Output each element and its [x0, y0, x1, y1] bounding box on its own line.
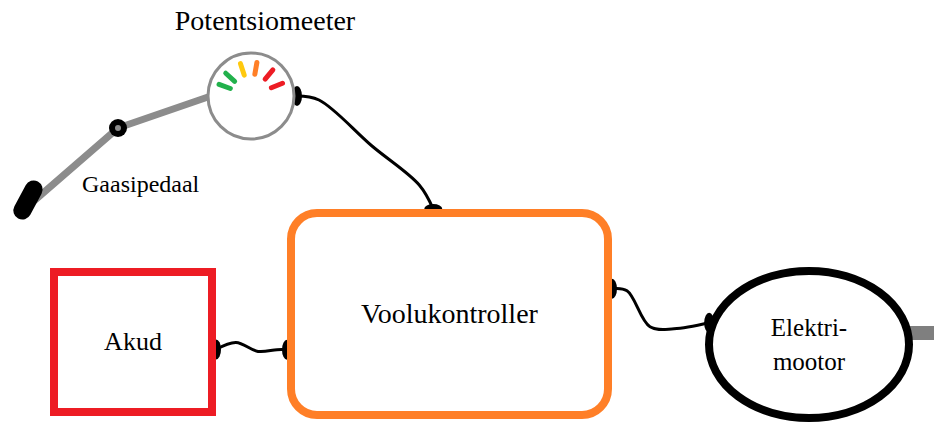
pedal-pivot [109, 119, 127, 137]
node-text: Akud [104, 324, 162, 359]
pedal-arm [35, 97, 208, 200]
potentiometer-dial [205, 50, 297, 142]
dial-tick [271, 83, 282, 87]
dial-tick [255, 63, 257, 75]
motor-ellipse [709, 271, 909, 418]
controller-box: Voolukontroller [287, 209, 612, 419]
dial-tick [219, 84, 230, 88]
potentiometer: Potentsiomeeter [150, 4, 380, 144]
dial-tick [265, 70, 273, 79]
node-heading: Potentsiomeeter [150, 4, 380, 38]
node-text: Voolukontroller [361, 295, 538, 333]
battery-box: Akud [50, 268, 216, 416]
dial-outline [208, 53, 294, 139]
motor-circle: Elektri- mootor [705, 267, 913, 422]
pedal-foot [10, 177, 46, 223]
wire [216, 342, 287, 351]
part-label: Gaasipedaal [82, 171, 199, 197]
dial-tick [226, 73, 235, 81]
wire [297, 96, 433, 209]
pivot-center [115, 125, 121, 131]
dial-tick [240, 64, 244, 75]
motor-outline [705, 267, 913, 422]
node-text: Elektri- mootor [753, 311, 865, 379]
wire [612, 289, 709, 330]
